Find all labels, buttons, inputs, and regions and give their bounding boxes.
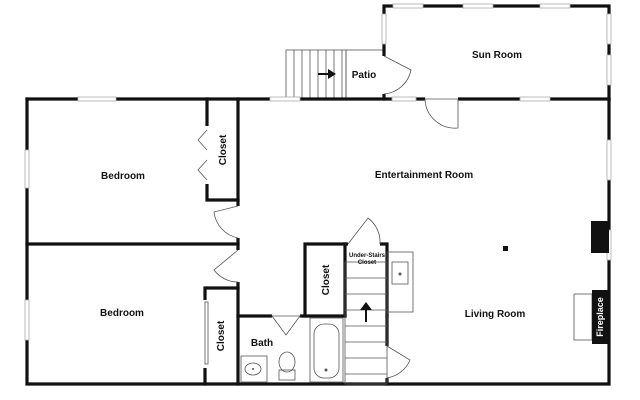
bathtub [309,317,344,383]
closet-bottom-doors[interactable] [202,300,209,368]
sun-room-label: Sun Room [472,50,522,61]
under-stairs-door[interactable] [347,217,381,247]
bath-sink [240,355,268,383]
bath-label: Bath [251,338,273,349]
bedroom-bottom-door[interactable] [213,249,241,283]
toilet [278,351,296,381]
utility-sink [386,251,414,313]
closet-top-label: Closet [218,134,229,165]
under-stairs-label-line2: Closet [358,260,376,266]
sun-room-door[interactable] [424,96,459,129]
hearth [573,290,609,344]
interior-stairs [344,261,388,385]
under-stairs-label-line1: Under-Stairs [349,253,386,259]
closet-middle-label: Closet [321,264,332,295]
entertainment-room-label: Entertainment Room [375,170,473,181]
bath-door[interactable] [271,313,301,336]
patio-stairs [285,49,347,100]
stair-door[interactable] [384,345,411,379]
closet-bottom-label: Closet [216,320,227,351]
patio-label: Patio [352,70,376,81]
closet-top-doors[interactable] [197,126,210,184]
fireplace-label: Fireplace [595,297,605,337]
exterior-walls [24,96,612,386]
bedroom-bottom-label: Bedroom [100,308,144,319]
living-room-label: Living Room [465,309,526,320]
column-post [503,246,508,251]
patio-arrow-icon [318,69,336,79]
stairs-arrow-icon [360,302,372,322]
patio-door[interactable] [381,55,412,95]
bedroom-top-door[interactable] [213,205,241,239]
bedroom-top-label: Bedroom [101,171,145,182]
wall-unit [591,221,609,253]
sun-room-walls [381,3,612,101]
